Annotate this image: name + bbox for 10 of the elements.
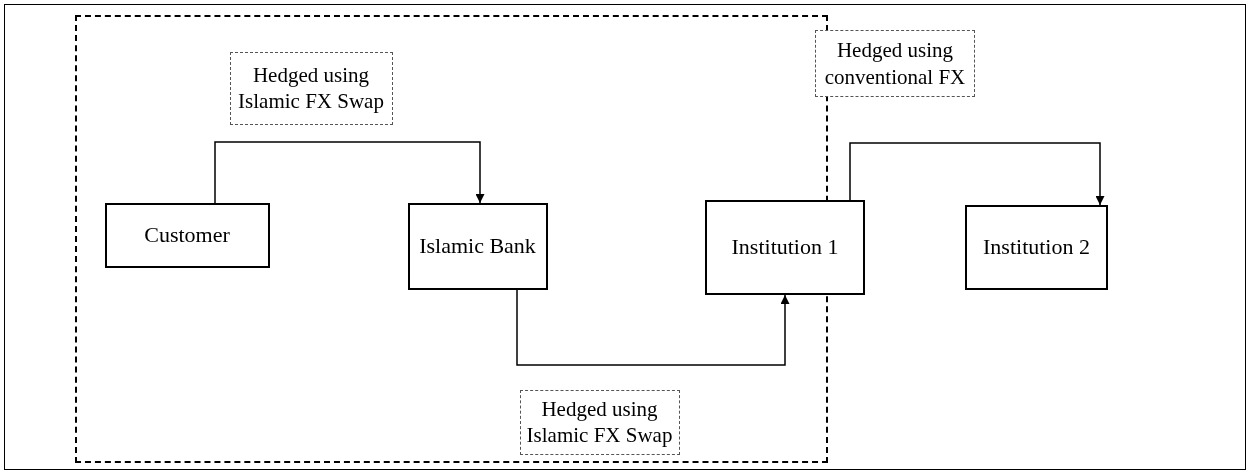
connector-arrow [214,141,485,204]
connector-arrow [516,289,790,366]
process-box: Institution 2 [965,205,1108,290]
connector-arrow [849,142,1105,206]
process-box: Institution 1 [705,200,865,295]
process-box: Customer [104,202,270,268]
dotted-note-box: Hedged using Islamic FX Swap [229,51,393,125]
process-box: Islamic Bank [407,202,548,290]
dotted-note-box: Hedged using conventional FX [815,30,975,97]
dotted-note-box: Hedged using Islamic FX Swap [519,389,680,455]
